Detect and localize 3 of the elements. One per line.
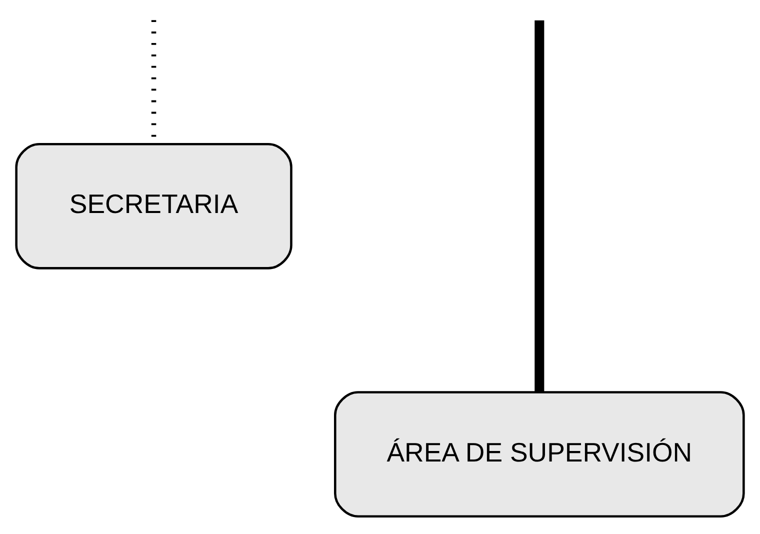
node-box: SECRETARIA — [15, 142, 292, 269]
connector — [534, 20, 544, 392]
node-box: ÁREA DE SUPERVISIÓN — [334, 390, 745, 517]
